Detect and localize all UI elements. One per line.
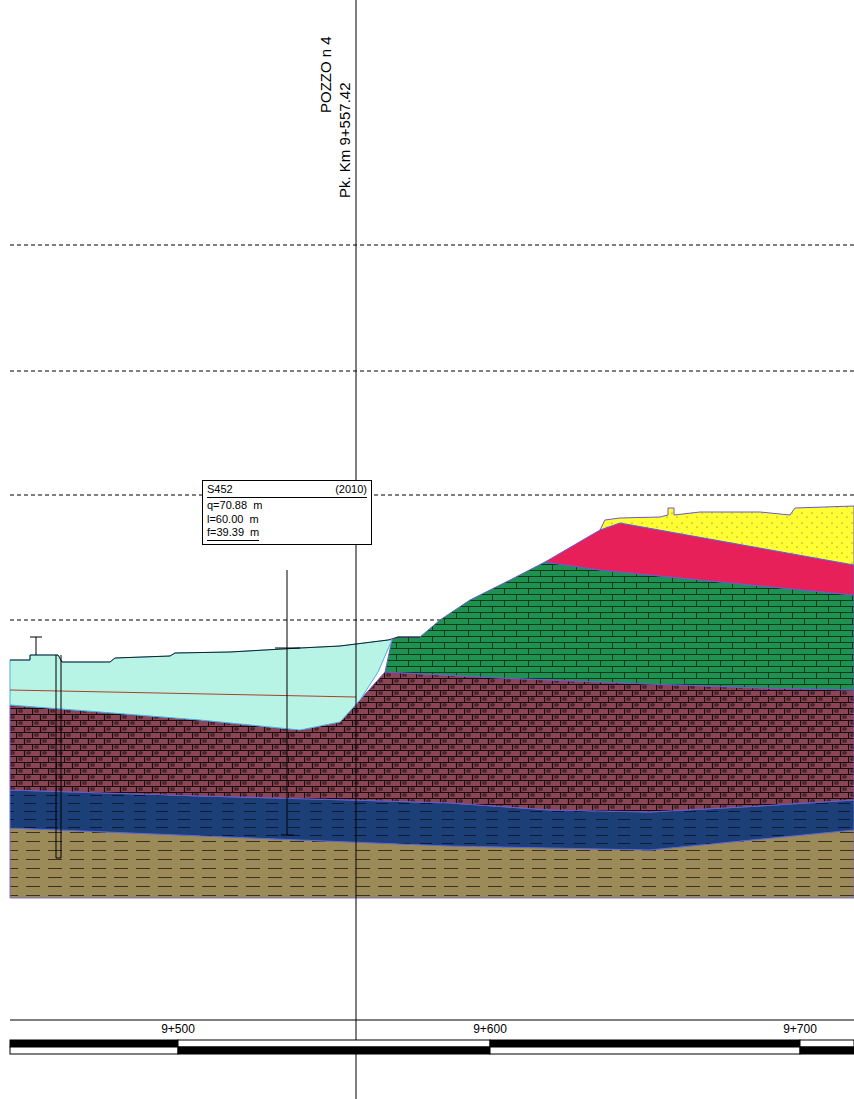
section-title: Pk. Km 9+557.42 <box>337 83 354 199</box>
borehole-text: (2010) <box>335 483 367 497</box>
well-symbol <box>30 637 61 858</box>
borehole-text: S452 <box>207 483 233 497</box>
borehole-line <box>275 570 300 835</box>
scale-bar <box>10 1040 854 1054</box>
cyan-fill <box>10 640 392 730</box>
box-line: l=60.00 m <box>207 513 367 527</box>
chainage-label: 9+700 <box>783 1023 817 1036</box>
borehole-text: l=60.00 m <box>207 513 259 525</box>
elevation-grid <box>10 245 854 620</box>
chainage-label: 9+500 <box>161 1023 195 1036</box>
section-title: POZZO n 4 <box>318 36 335 113</box>
maroon-layer <box>10 672 854 812</box>
chainage-label: 9+600 <box>473 1023 507 1036</box>
borehole-text: f=39.39 m <box>207 526 259 541</box>
base-line <box>10 1020 854 1021</box>
yellow-layer <box>600 506 854 565</box>
box-header: S452 (2010) <box>207 483 367 498</box>
water-table <box>10 690 356 697</box>
borehole-box: S452 (2010) q=70.88 m l=60.00 mf=39.39 m <box>202 480 372 545</box>
ground-surface <box>10 637 420 662</box>
borehole-text: q=70.88 m <box>207 499 262 511</box>
section-line <box>356 0 357 1099</box>
box-line: f=39.39 m <box>207 526 367 541</box>
box-line: q=70.88 m <box>207 499 367 513</box>
